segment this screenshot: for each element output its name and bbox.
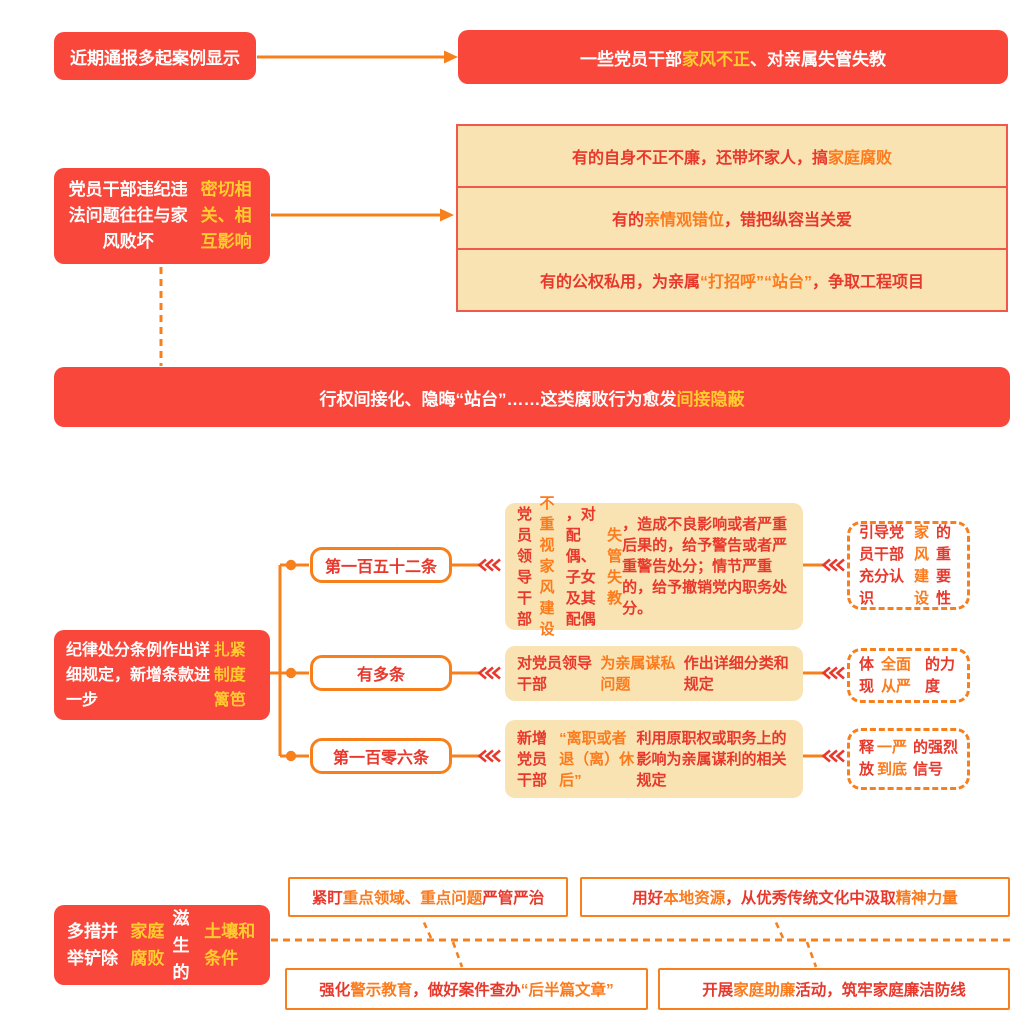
example-row-3: 有的公权私用，为亲属“打招呼”“站台”，争取工程项目	[458, 248, 1006, 310]
measures-dashed-connectors	[271, 917, 1012, 968]
measure-box-1: 紧盯重点领域、重点问题严管严治	[288, 877, 568, 917]
regulation-intro-box: 纪律处分条例作出详细规定，新增条款进一步扎紧制度篱笆	[54, 630, 270, 720]
article-152-label: 第一百五十二条	[310, 547, 452, 583]
finding-banner: 一些党员干部家风不正、对亲属失管失教	[458, 30, 1008, 84]
discipline-cause-box: 党员干部违纪违法问题往往与家风败坏密切相关、相互影响	[54, 168, 270, 264]
article-106-label: 第一百零六条	[310, 738, 452, 774]
measure-box-2: 用好本地资源，从优秀传统文化中汲取精神力量	[580, 877, 1010, 917]
example-row-2: 有的亲情观错位，错把纵容当关爱	[458, 186, 1006, 248]
examples-panel: 有的自身不正不廉，还带坏家人，搞家庭腐败 有的亲情观错位，错把纵容当关爱 有的公…	[456, 124, 1008, 312]
recent-cases-box: 近期通报多起案例显示	[54, 32, 256, 80]
measures-intro-box: 多措并举铲除家庭腐败滋生的土壤和条件	[54, 905, 270, 985]
multiple-articles-label: 有多条	[310, 655, 452, 691]
measure-box-4: 开展家庭助廉活动，筑牢家庭廉洁防线	[658, 968, 1010, 1010]
arrow-cause-to-examples	[271, 208, 454, 222]
multiple-articles-note: 体现全面从严的力度	[847, 648, 970, 703]
article-152-note: 引导党员干部充分认识家风建设的重要性	[847, 521, 970, 610]
article-106-note: 释放一严到底的强烈信号	[847, 728, 970, 790]
measure-box-3: 强化警示教育，做好案件查办“后半篇文章”	[285, 968, 648, 1010]
article-106-content: 新增党员干部“离职或者退（离）休后”利用原职权或职务上的影响为亲属谋利的相关规定	[505, 720, 803, 798]
example-row-1: 有的自身不正不廉，还带坏家人，搞家庭腐败	[571, 150, 893, 167]
multiple-articles-content: 对党员领导干部为亲属谋私问题作出详细分类和规定	[505, 646, 803, 701]
article-152-content: 党员领导干部不重视家风建设，对配偶、子女及其配偶失管失教，造成不良影响或者严重后…	[505, 495, 803, 638]
hidden-corruption-banner: 行权间接化、隐晦“站台”……这类腐败行为愈发间接隐蔽	[54, 367, 1010, 427]
arrow-cases-to-finding	[257, 50, 458, 64]
